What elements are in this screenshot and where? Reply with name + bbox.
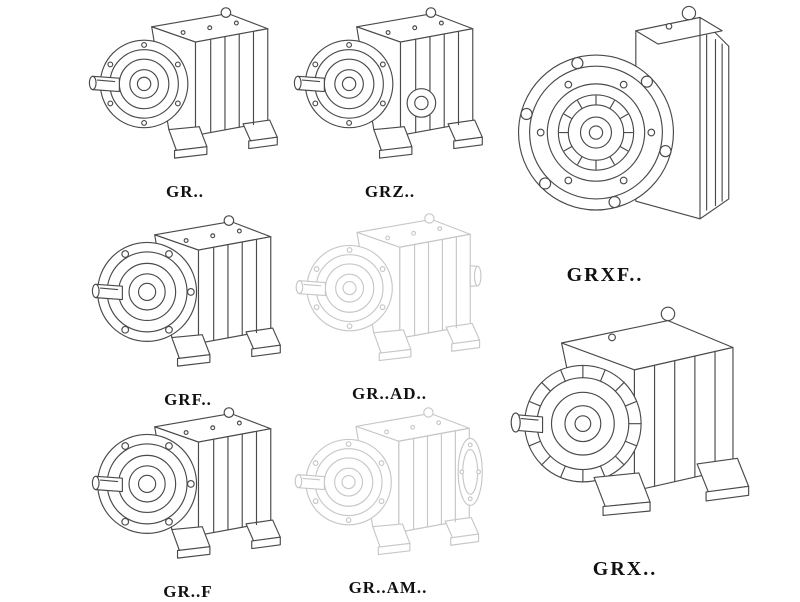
product-label-gr-f: GR..F (163, 582, 213, 601)
product-figure-gr-am: GR..AM.. (288, 404, 488, 598)
gr-am-gearbox-drawing (291, 404, 486, 576)
product-label-gr-ad: GR..AD.. (351, 384, 428, 403)
product-label-grz: GRZ.. (364, 182, 416, 201)
grx-gearbox-drawing (500, 298, 780, 556)
product-label-grxf: GRXF.. (566, 264, 644, 286)
gr-f-gearbox-drawing (88, 404, 288, 580)
product-label-gr-am: GR..AM.. (348, 578, 428, 597)
grf-gearbox-drawing (88, 212, 288, 388)
product-figure-gr: GR.. (85, 4, 285, 202)
grz-gearbox-drawing (290, 4, 490, 180)
product-label-gr: GR.. (166, 182, 204, 201)
product-label-grx: GRX.. (592, 558, 658, 580)
product-figure-grxf: GRXF.. (505, 2, 705, 287)
gr-gearbox-drawing (85, 4, 285, 180)
grxf-gearbox-drawing (505, 2, 760, 262)
product-figure-gr-ad: GR..AD.. (292, 210, 487, 404)
gr-ad-gearbox-drawing (292, 210, 487, 382)
product-figure-gr-f: GR..F (88, 404, 288, 602)
product-figure-grz: GRZ.. (290, 4, 490, 202)
product-figure-grf: GRF.. (88, 212, 288, 410)
product-label-grf: GRF.. (164, 390, 212, 409)
product-figure-grx: GRX.. (500, 298, 750, 581)
